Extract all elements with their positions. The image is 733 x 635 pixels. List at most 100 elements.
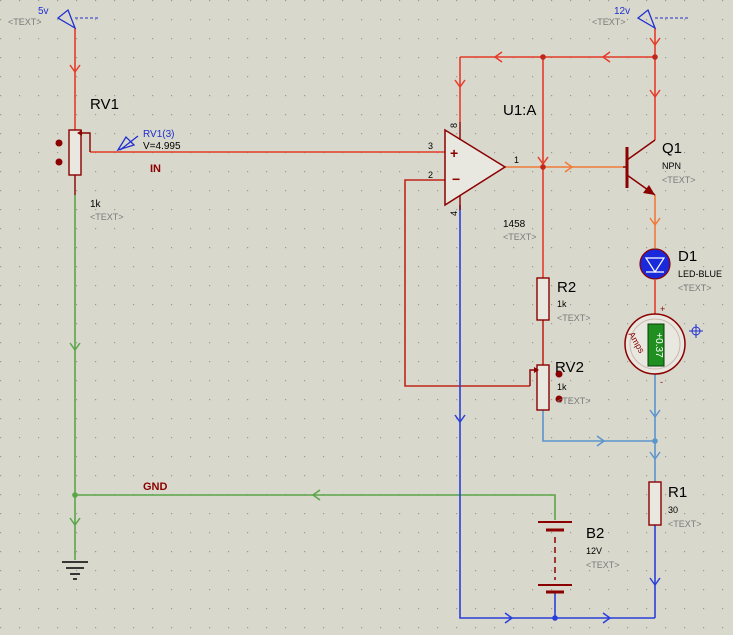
junction-dot (652, 438, 658, 444)
arrow-left-icon (493, 51, 503, 63)
component-name: B2 (586, 525, 604, 542)
wire-feedback (404, 179, 530, 387)
terminal-label: 12v (614, 6, 630, 17)
voltage-probe[interactable]: RV1(3) V=4.995 (116, 129, 181, 152)
arrow-down-icon (454, 79, 466, 89)
wire-opamp-vee (459, 205, 655, 619)
text-placeholder: <TEXT> (557, 313, 591, 323)
adjust-up-dot (555, 370, 563, 378)
power-terminal-icon (56, 8, 77, 30)
junction-dot (552, 615, 558, 621)
arrow-right-icon (504, 612, 514, 624)
adjust-down-dot (555, 395, 563, 403)
potentiometer-rv2[interactable]: RV2 1k <TEXT> (529, 359, 591, 411)
potentiometer-rv1[interactable]: RV1 1k <TEXT> (55, 96, 124, 222)
ammeter[interactable]: +0.37 Amps + - (624, 304, 703, 387)
terminal-12v[interactable]: 12v <TEXT> (592, 6, 690, 30)
plus-terminal: + (660, 304, 665, 314)
arrow-left-icon (601, 51, 611, 63)
opamp-u1a[interactable]: + − 3 2 1 8 4 U1:A 1458 <TEXT> (428, 102, 537, 242)
text-placeholder: <TEXT> (557, 396, 591, 406)
arrow-right-icon (596, 435, 606, 447)
pin-number: 4 (449, 211, 459, 216)
arrow-down-icon (69, 342, 81, 352)
battery-b2[interactable]: B2 12V <TEXT> (538, 521, 620, 594)
text-placeholder: <TEXT> (8, 17, 42, 27)
junction-dot (540, 164, 546, 170)
arrow-down-icon (649, 409, 661, 419)
meter-inner (629, 318, 681, 370)
resistor-r1[interactable]: R1 30 <TEXT> (648, 481, 702, 529)
resistor-r2[interactable]: R2 1k <TEXT> (536, 277, 591, 323)
text-placeholder: <TEXT> (586, 560, 620, 570)
led-d1[interactable]: D1 LED-BLUE <TEXT> (639, 248, 722, 293)
wiper-arrow-icon (77, 130, 82, 136)
transistor-q1[interactable]: Q1 NPN <TEXT> (623, 139, 696, 196)
text-placeholder: <TEXT> (503, 232, 537, 242)
resistor-body (648, 481, 662, 526)
minus-sign: − (452, 171, 460, 187)
meter-display (647, 323, 665, 367)
arrow-down-icon (649, 89, 661, 99)
component-name: Q1 (662, 140, 682, 157)
led-body (639, 248, 671, 280)
terminal-5v[interactable]: 5v <TEXT> (8, 6, 100, 30)
wire-gnd-to-b2 (75, 494, 556, 520)
collector-line (626, 139, 656, 161)
arrow-right-icon (564, 161, 574, 173)
flow-arrows (69, 37, 661, 624)
component-value: 12V (586, 546, 602, 556)
component-name: RV2 (555, 359, 584, 376)
terminal-label: 5v (38, 6, 49, 17)
component-part: 1458 (503, 219, 526, 230)
text-placeholder: <TEXT> (678, 283, 712, 293)
power-terminal-icon (636, 8, 657, 30)
net-label-in: IN (150, 163, 161, 175)
pin-number: 3 (428, 141, 433, 151)
resistor-body (536, 364, 550, 411)
component-name: R1 (668, 484, 687, 501)
pin-number: 1 (514, 155, 519, 165)
arrow-left-icon (311, 489, 321, 501)
component-name: D1 (678, 248, 697, 265)
diode-icon (644, 257, 666, 274)
probe-name: RV1(3) (143, 129, 175, 140)
net-label-gnd: GND (143, 481, 168, 493)
pin-number: 2 (428, 170, 433, 180)
wire-rv2-to-node (542, 410, 655, 442)
crosshair-icon (689, 324, 703, 338)
wires (74, 28, 656, 619)
wiper (80, 132, 91, 152)
arrow-down-icon (69, 517, 81, 527)
arrow-down-icon (649, 451, 661, 461)
ground-icon (62, 561, 88, 580)
pin-number: 8 (449, 123, 459, 128)
text-placeholder: <TEXT> (90, 212, 124, 222)
arrow-down-icon (69, 64, 81, 74)
component-type: LED-BLUE (678, 269, 722, 279)
plus-sign: + (450, 145, 458, 161)
emitter-arrow-icon (643, 185, 655, 195)
arrow-down-icon (454, 414, 466, 424)
component-value: 1k (557, 382, 567, 392)
arrow-down-icon (649, 37, 661, 47)
junction-dot (540, 54, 546, 60)
text-placeholder: <TEXT> (668, 519, 702, 529)
junction-dot (652, 54, 658, 60)
meter-reading: +0.37 (653, 332, 664, 358)
component-value: 1k (90, 199, 102, 210)
component-value: 30 (668, 505, 678, 515)
component-name: R2 (557, 279, 576, 296)
text-placeholder: <TEXT> (662, 175, 696, 185)
component-name: U1:A (503, 102, 536, 119)
arrow-down-icon (649, 217, 661, 227)
junction-dot (72, 492, 78, 498)
wiper-arrow-icon (534, 367, 539, 373)
adjust-up-dot (55, 139, 63, 147)
probe-icon (116, 135, 136, 152)
resistor-body (536, 277, 550, 321)
adjust-down-dot (55, 158, 63, 166)
junctions (72, 54, 658, 621)
